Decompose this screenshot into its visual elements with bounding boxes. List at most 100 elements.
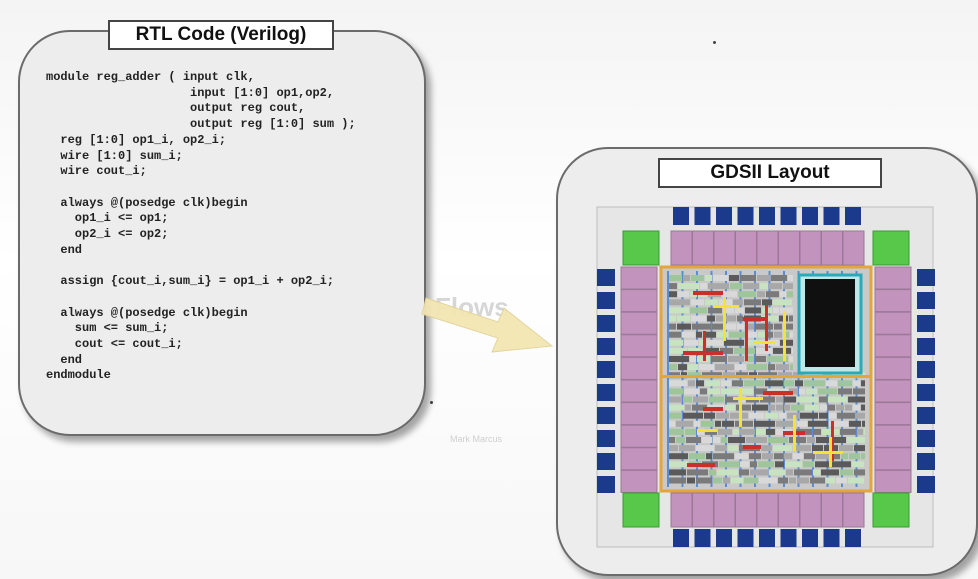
bond-pad	[917, 430, 935, 447]
corner-cell	[872, 492, 910, 528]
standard-cell	[669, 380, 687, 387]
bond-pad	[597, 315, 615, 332]
standard-cell	[845, 404, 852, 411]
standard-cell	[740, 388, 753, 395]
standard-cell	[691, 299, 704, 306]
standard-cell	[678, 364, 687, 371]
standard-cell	[854, 445, 865, 452]
standard-cell	[837, 412, 855, 419]
standard-cell	[726, 323, 736, 330]
power-strap	[783, 271, 785, 487]
bond-pad	[716, 529, 732, 547]
standard-cell	[736, 404, 751, 411]
standard-cell	[853, 380, 860, 387]
power-strap	[812, 271, 814, 487]
rtl-code-panel: RTL Code (Verilog) module reg_adder ( in…	[18, 20, 426, 436]
standard-cell	[715, 445, 727, 452]
standard-cell	[762, 453, 773, 460]
standard-cell	[669, 291, 677, 298]
standard-cell	[758, 461, 774, 468]
standard-cell	[854, 469, 865, 476]
io-cell	[670, 492, 693, 528]
standard-cell	[826, 477, 835, 484]
standard-cell	[713, 477, 722, 484]
standard-cell	[725, 396, 738, 403]
power-strap	[754, 271, 756, 487]
standard-cell	[685, 404, 691, 411]
standard-cell	[804, 453, 815, 460]
standard-cell	[762, 299, 772, 306]
standard-cell	[740, 428, 755, 435]
standard-cell	[799, 388, 805, 395]
standard-cell	[745, 356, 754, 362]
corner-cell	[872, 230, 910, 266]
standard-cell	[789, 356, 793, 362]
standard-cell	[780, 291, 786, 298]
standard-cell	[689, 453, 705, 460]
standard-cell	[712, 323, 725, 330]
standard-cell	[744, 299, 761, 306]
standard-cell	[754, 388, 767, 395]
io-cell	[821, 230, 843, 266]
power-strap	[855, 271, 858, 487]
standard-cell	[765, 380, 783, 387]
standard-cell	[757, 275, 770, 281]
io-cell	[620, 334, 658, 358]
metal-route	[813, 451, 843, 454]
standard-cell	[669, 404, 684, 411]
bond-pad	[917, 338, 935, 355]
standard-cell	[864, 428, 865, 435]
standard-cell	[776, 420, 796, 427]
standard-cell	[829, 412, 836, 419]
standard-cell	[771, 275, 787, 281]
standard-cell	[708, 307, 722, 314]
standard-cell	[797, 477, 809, 484]
io-cell	[874, 379, 912, 403]
metal-route	[743, 445, 761, 449]
io-cell	[821, 492, 843, 528]
standard-cell	[754, 420, 775, 427]
power-strap	[696, 271, 698, 487]
standard-cell	[740, 275, 756, 281]
standard-cell	[728, 437, 745, 443]
bond-pad	[597, 407, 615, 424]
io-cell	[874, 469, 912, 493]
standard-cell	[785, 461, 802, 468]
standard-cell	[756, 428, 765, 435]
standard-cell	[800, 412, 818, 419]
standard-cell	[683, 396, 692, 403]
metal-route	[693, 291, 723, 295]
standard-cell	[831, 461, 851, 468]
standard-cell	[669, 461, 688, 468]
standard-cell	[836, 477, 847, 484]
standard-cell	[739, 469, 749, 476]
standard-cell	[691, 275, 704, 281]
standard-cell	[677, 315, 690, 322]
flow-arrow-icon	[421, 297, 554, 353]
standard-cell	[816, 437, 830, 443]
bond-pad	[917, 292, 935, 309]
standard-cell	[773, 299, 792, 306]
standard-cell	[677, 323, 691, 330]
standard-cell	[669, 356, 689, 362]
standard-cell	[808, 420, 828, 427]
io-cell	[620, 469, 658, 493]
metal-route	[703, 407, 723, 411]
metal-route	[763, 391, 793, 395]
standard-cell	[766, 428, 775, 435]
bond-pad	[597, 269, 615, 286]
bond-pad	[917, 384, 935, 401]
bond-pad	[917, 476, 935, 493]
gds-panel-title: GDSII Layout	[658, 158, 882, 188]
standard-cell	[713, 437, 720, 443]
metal-route	[703, 331, 706, 361]
standard-cell	[737, 315, 743, 322]
background-author: Mark Marcus	[450, 434, 503, 444]
standard-cell	[701, 420, 714, 427]
metal-route	[831, 421, 834, 461]
standard-cell	[752, 404, 768, 411]
speck	[713, 41, 716, 44]
corner-cell	[622, 492, 660, 528]
standard-cell	[683, 275, 690, 281]
standard-cell	[678, 283, 699, 290]
